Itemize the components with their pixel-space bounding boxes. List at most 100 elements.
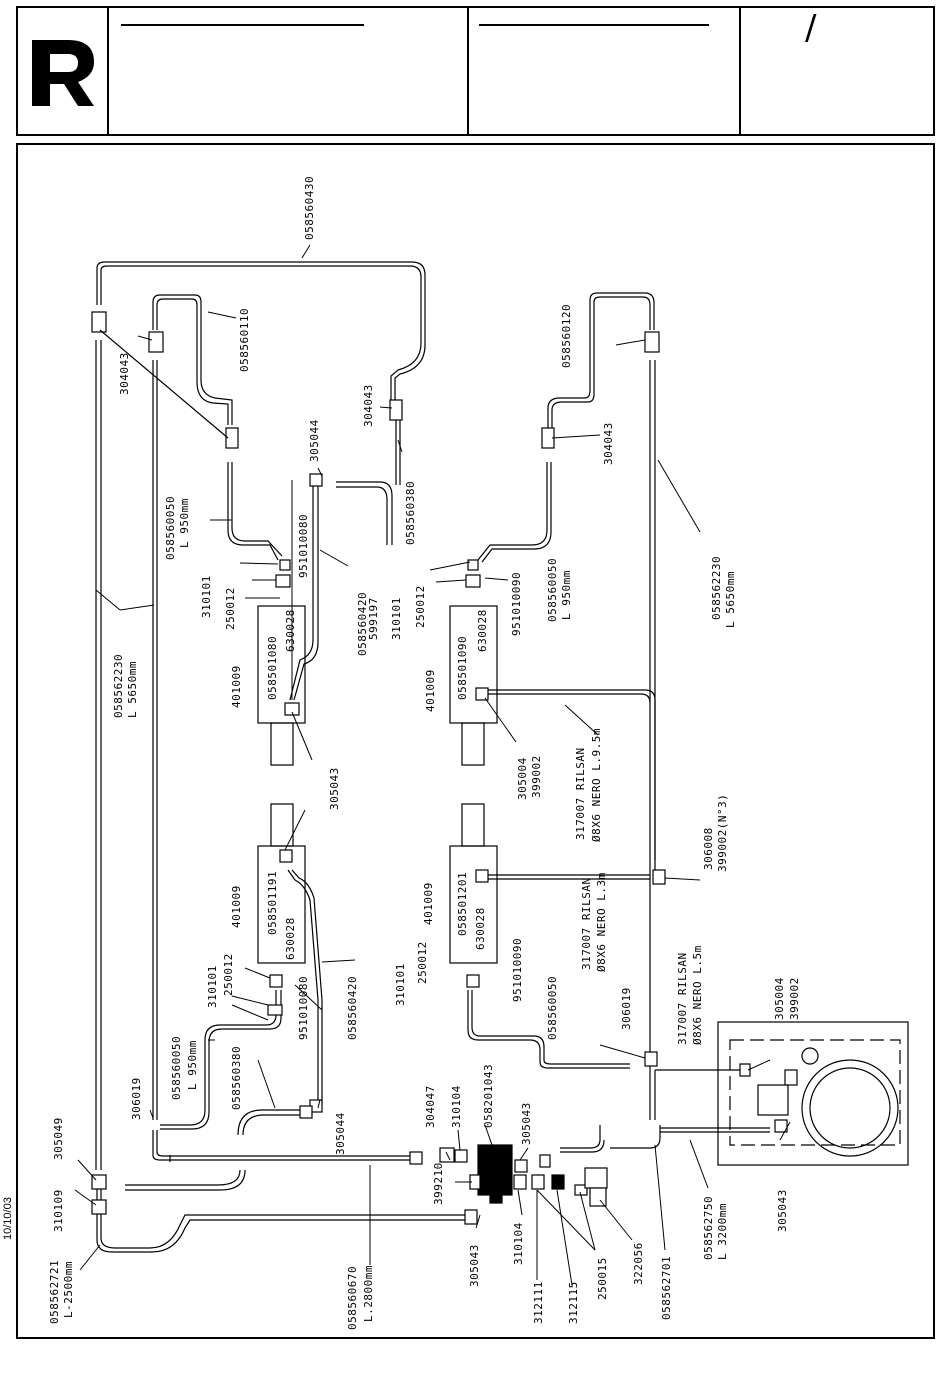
label-058560050-b: 058560050 xyxy=(546,558,559,622)
label-304043-a: 304043 xyxy=(118,352,131,395)
label-058560380-b: 058560380 xyxy=(230,1046,243,1110)
label-401009-c: 401009 xyxy=(230,885,243,928)
hose-058560050-b xyxy=(477,462,548,561)
label-310101-b: 310101 xyxy=(390,597,403,640)
label-951010090-b: 951010090 xyxy=(511,938,524,1002)
sheet-slash: / xyxy=(805,8,817,48)
label-399002-b: 399002 xyxy=(788,977,801,1020)
label-305043-a: 305043 xyxy=(328,767,341,810)
block-058501191 xyxy=(257,845,306,964)
label-058560420-b: 058560420 xyxy=(346,976,359,1040)
label-310101-a: 310101 xyxy=(200,575,213,618)
label-310104-a: 310104 xyxy=(450,1085,463,1128)
label-304043-b: 304043 xyxy=(362,384,375,427)
leader-304043-left xyxy=(99,329,229,439)
label-317007-b: 317007 RILSAN xyxy=(580,877,593,970)
label-306019-b: 306019 xyxy=(620,987,633,1030)
hose-058560120 xyxy=(547,292,655,428)
label-250012-c: 250012 xyxy=(222,953,235,996)
label-630028-b: 630028 xyxy=(476,609,489,652)
label-058560050-d-len: L 950mm xyxy=(186,1040,199,1090)
drawing-frame xyxy=(16,143,935,1339)
label-951010080-a: 951010080 xyxy=(297,514,310,578)
label-305043-b: 305043 xyxy=(468,1244,481,1287)
label-399210: 399210 xyxy=(432,1162,445,1205)
label-058562230-b: 058562230 xyxy=(710,556,723,620)
label-250012-b: 250012 xyxy=(414,585,427,628)
label-630028-c: 630028 xyxy=(284,917,297,960)
regulator-058201043 xyxy=(477,1144,513,1196)
label-058560050-a-len: L 950mm xyxy=(178,498,191,548)
label-310101-d: 310101 xyxy=(394,963,407,1006)
label-630028-a: 630028 xyxy=(284,609,297,652)
label-058501090: 058501090 xyxy=(456,636,469,700)
hose-058562230-left xyxy=(95,340,158,1170)
label-058562230-b-len: L 5650mm xyxy=(724,571,737,628)
label-058560050-d: 058560050 xyxy=(170,1036,183,1100)
label-951010090-a: 951010090 xyxy=(510,572,523,636)
title-block: / xyxy=(16,6,935,136)
label-312111: 312111 xyxy=(532,1281,545,1324)
label-058560110: 058560110 xyxy=(238,308,251,372)
title-cell-1 xyxy=(107,8,469,134)
label-305004-a: 305004 xyxy=(516,757,529,800)
label-401009-b: 401009 xyxy=(424,669,437,712)
label-250012-a: 250012 xyxy=(224,587,237,630)
hose-058560110 xyxy=(152,294,233,425)
hose-058562721 xyxy=(100,1180,465,1249)
label-058562721: 058562721 xyxy=(48,1260,61,1324)
label-401009-d: 401009 xyxy=(422,882,435,925)
label-317007-b-spec: Ø8X6 NERO L.3m xyxy=(595,872,608,972)
label-317007-c-spec: Ø8X6 NERO L.5m xyxy=(691,945,704,1045)
label-317007-c: 317007 RILSAN xyxy=(676,952,689,1045)
label-304047: 304047 xyxy=(424,1085,437,1128)
label-058562750-len: L 3200mm xyxy=(716,1203,729,1260)
label-058560670-len: L.2800mm xyxy=(362,1265,375,1322)
logo-mark-icon xyxy=(32,40,94,106)
label-310101-c: 310101 xyxy=(206,965,219,1008)
label-305044-a: 305044 xyxy=(308,419,321,462)
label-250015: 250015 xyxy=(596,1257,609,1300)
fitting-304043-group xyxy=(91,311,660,449)
title-cell-2 xyxy=(467,8,741,134)
label-305049: 305049 xyxy=(52,1117,65,1160)
label-630028-d: 630028 xyxy=(474,907,487,950)
hose-058560050-a xyxy=(227,462,279,561)
label-058560430: 058560430 xyxy=(303,176,316,240)
leader-lines xyxy=(74,244,791,1286)
label-058560050-a: 058560050 xyxy=(164,496,177,560)
label-058560670: 058560670 xyxy=(346,1266,359,1330)
label-399002-n3: 399002(N°3) xyxy=(716,794,729,872)
label-306008: 306008 xyxy=(702,827,715,870)
label-058201043: 058201043 xyxy=(482,1064,495,1128)
label-310104-b: 310104 xyxy=(512,1222,525,1265)
label-401009-a: 401009 xyxy=(230,665,243,708)
label-310109: 310109 xyxy=(52,1189,65,1232)
label-058560120: 058560120 xyxy=(560,304,573,368)
label-058562701: 058562701 xyxy=(660,1256,673,1320)
label-399002-a: 399002 xyxy=(530,755,543,798)
label-058562750: 058562750 xyxy=(702,1196,715,1260)
hose-058560430 xyxy=(96,261,426,400)
label-058501201: 058501201 xyxy=(456,872,469,936)
label-058560380-a: 058560380 xyxy=(404,481,417,545)
label-951010080-b: 951010080 xyxy=(297,976,310,1040)
label-058560420-a: 058560420 xyxy=(356,592,369,656)
label-305043-d: 305043 xyxy=(776,1189,789,1232)
label-058562230-a: 058562230 xyxy=(112,654,125,718)
title-underline-1 xyxy=(121,24,364,26)
title-cell-3: / xyxy=(739,8,933,134)
part-labels: 058560430 058560110 304043 304043 058560… xyxy=(48,176,801,1330)
label-305044-b: 305044 xyxy=(334,1112,347,1155)
label-058560050-c: 058560050 xyxy=(546,976,559,1040)
label-599197: 599197 xyxy=(367,597,380,640)
label-250012-d: 250012 xyxy=(416,941,429,984)
tank-unit xyxy=(717,1021,909,1166)
label-304043-c: 304043 xyxy=(602,422,615,465)
label-317007-a: 317007 RILSAN xyxy=(574,747,587,840)
label-306019-a: 306019 xyxy=(130,1077,143,1120)
label-305043-c: 305043 xyxy=(520,1102,533,1145)
block-058501201 xyxy=(449,845,498,964)
title-underline-2 xyxy=(479,24,709,26)
